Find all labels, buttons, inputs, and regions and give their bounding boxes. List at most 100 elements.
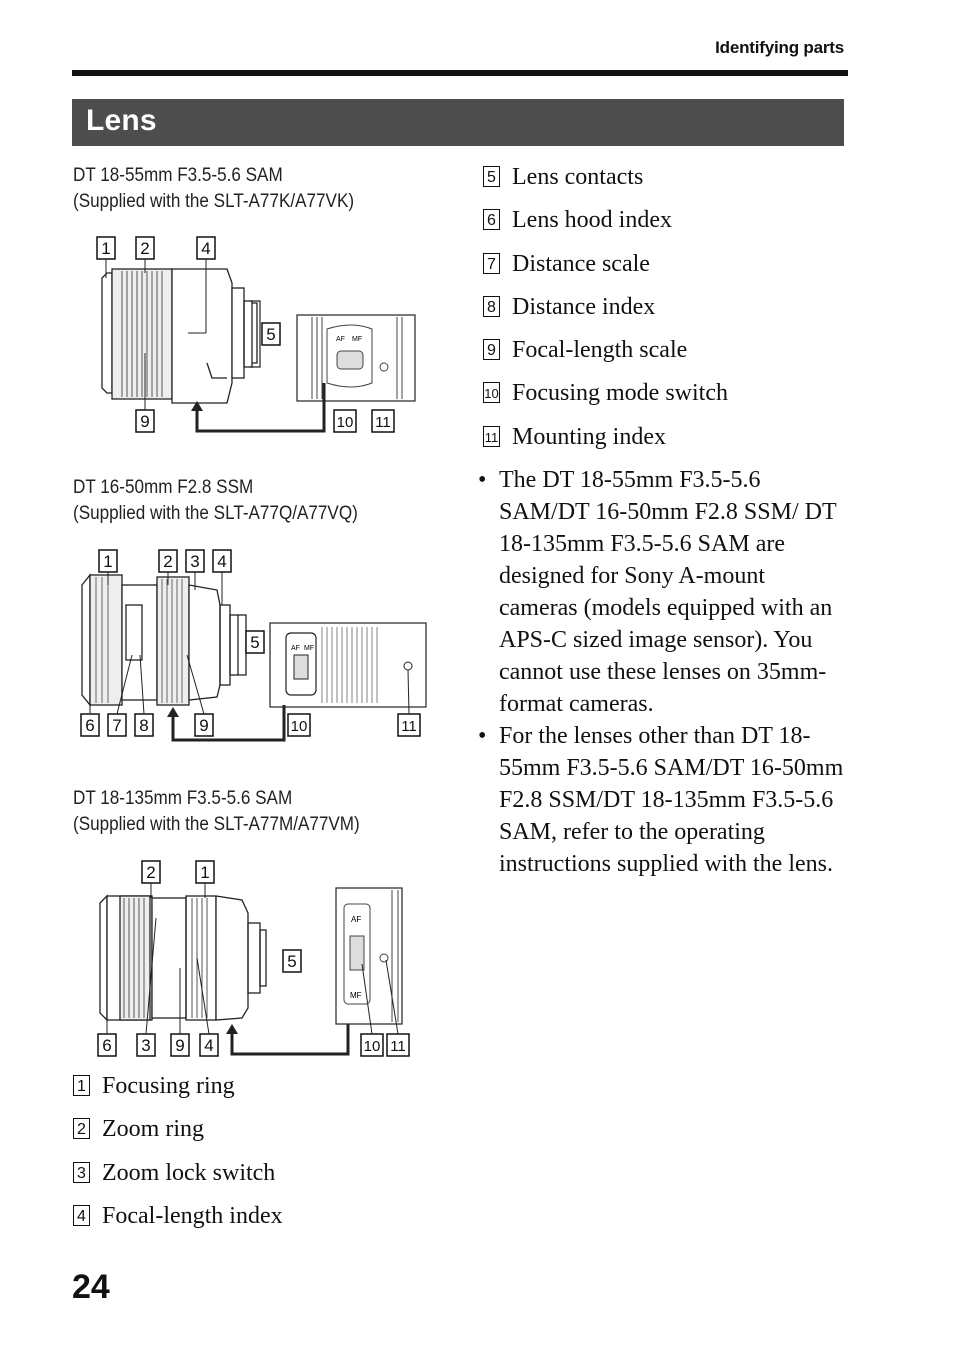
note-text: For the lenses other than DT 18-55mm F3.…	[499, 723, 844, 877]
notes: •The DT 18-55mm F3.5-5.6 SAM/DT 16-50mm …	[478, 464, 848, 880]
callout-1: 1	[98, 549, 118, 573]
lens-note: (Supplied with the SLT-A77M/A77VM)	[73, 814, 360, 835]
lens-name: DT 16-50mm F2.8 SSM	[73, 477, 254, 498]
part-number: 3	[73, 1161, 90, 1183]
lens-note: (Supplied with the SLT-A77Q/A77VQ)	[73, 503, 358, 524]
list-item: 8 Distance index	[483, 292, 728, 322]
svg-text:2: 2	[140, 239, 149, 258]
svg-text:11: 11	[390, 1038, 406, 1055]
list-item: 1 Focusing ring	[73, 1071, 283, 1101]
svg-text:1: 1	[200, 863, 209, 882]
note-text: The DT 18-55mm F3.5-5.6 SAM/DT 16-50mm F…	[499, 467, 837, 717]
lens-diagram-16-50: AF MF 1 2 3 4 5 6 7 8 9 10 11	[80, 549, 427, 742]
af-label: AF	[291, 645, 300, 652]
callout-7: 7	[107, 713, 127, 737]
svg-text:11: 11	[401, 718, 417, 735]
part-label: Focal-length scale	[512, 337, 688, 364]
af-label: AF	[351, 915, 361, 924]
svg-text:11: 11	[375, 414, 391, 431]
lens-caption-1: DT 18-55mm F3.5-5.6 SAM (Supplied with t…	[73, 163, 385, 215]
part-label: Focal-length index	[102, 1202, 283, 1229]
contacts-bracket	[250, 300, 261, 368]
callout-11: 11	[397, 713, 421, 737]
callout-5: 5	[245, 630, 265, 654]
part-number: 8	[483, 295, 500, 317]
svg-text:1: 1	[103, 552, 112, 571]
svg-text:2: 2	[163, 552, 172, 571]
svg-text:7: 7	[112, 716, 121, 735]
svg-text:5: 5	[250, 633, 259, 652]
part-number: 9	[483, 339, 500, 361]
callout-1: 1	[96, 236, 116, 260]
lens-caption-2: DT 16-50mm F2.8 SSM (Supplied with the S…	[73, 475, 389, 527]
parts-list-left: 1 Focusing ring 2 Zoom ring 3 Zoom lock swi…	[73, 1071, 283, 1244]
part-number: 2	[73, 1118, 90, 1140]
svg-text:1: 1	[101, 239, 110, 258]
part-label: Focusing ring	[102, 1073, 235, 1099]
part-number: 4	[73, 1204, 90, 1226]
part-number: 7	[483, 252, 500, 274]
part-number: 10	[483, 382, 500, 404]
svg-text:8: 8	[139, 716, 148, 735]
svg-text:4: 4	[201, 239, 210, 258]
callout-4: 4	[199, 1033, 219, 1057]
part-number: 1	[73, 1075, 90, 1096]
callout-2: 2	[141, 860, 161, 884]
mf-label: MF	[352, 336, 362, 343]
lens-name: DT 18-135mm F3.5-5.6 SAM	[73, 788, 293, 809]
svg-text:5: 5	[287, 952, 296, 971]
part-label: Lens contacts	[512, 164, 644, 190]
callout-5: 5	[261, 322, 281, 346]
svg-text:10: 10	[337, 414, 354, 431]
callout-3: 3	[136, 1033, 156, 1057]
svg-text:3: 3	[141, 1036, 150, 1055]
svg-text:9: 9	[140, 412, 149, 431]
part-number: 11	[483, 425, 500, 447]
callout-9: 9	[170, 1033, 190, 1057]
part-label: Distance index	[512, 293, 656, 320]
mf-label: MF	[304, 645, 314, 652]
callout-10: 10	[360, 1033, 384, 1057]
section-title-bar: Lens	[72, 99, 844, 146]
svg-text:10: 10	[364, 1038, 381, 1055]
part-label: Zoom ring	[102, 1116, 204, 1143]
section-title: Lens	[86, 104, 157, 137]
list-item: 7 Distance scale	[483, 249, 728, 279]
lens-diagram-18-135: AF MF 2 1 5 6 3 9 4 10 11	[97, 860, 410, 1057]
list-item: 9 Focal-length scale	[483, 335, 728, 365]
af-label: AF	[336, 336, 345, 343]
list-item: 5 Lens contacts	[483, 162, 728, 192]
callout-2: 2	[135, 236, 155, 260]
svg-text:10: 10	[291, 718, 308, 735]
svg-text:5: 5	[266, 325, 275, 344]
svg-text:4: 4	[217, 552, 226, 571]
header-rule	[72, 70, 848, 76]
part-label: Distance scale	[512, 250, 650, 277]
svg-text:6: 6	[85, 716, 94, 735]
svg-text:3: 3	[190, 552, 199, 571]
callout-3: 3	[185, 549, 205, 573]
callout-2: 2	[158, 549, 178, 573]
callout-9: 9	[194, 713, 214, 737]
callout-1: 1	[195, 860, 215, 884]
part-number: 5	[483, 166, 500, 187]
lens-caption-3: DT 18-135mm F3.5-5.6 SAM (Supplied with …	[73, 786, 392, 838]
svg-text:9: 9	[175, 1036, 184, 1055]
svg-text:6: 6	[102, 1036, 111, 1055]
note-item: •For the lenses other than DT 18-55mm F3…	[478, 723, 844, 877]
running-header: Identifying parts	[715, 38, 844, 57]
part-label: Focusing mode switch	[512, 380, 728, 407]
callout-10: 10	[287, 713, 311, 737]
part-label: Zoom lock switch	[102, 1159, 276, 1186]
callout-11: 11	[371, 409, 395, 433]
part-label: Lens hood index	[512, 207, 672, 234]
list-item: 10 Focusing mode switch	[483, 378, 728, 408]
svg-text:4: 4	[204, 1036, 213, 1055]
lens-note: (Supplied with the SLT-A77K/A77VK)	[73, 191, 355, 212]
callout-4: 4	[212, 549, 232, 573]
callout-6: 6	[80, 713, 100, 737]
note-item: •The DT 18-55mm F3.5-5.6 SAM/DT 16-50mm …	[478, 467, 837, 717]
callout-5: 5	[282, 949, 302, 973]
